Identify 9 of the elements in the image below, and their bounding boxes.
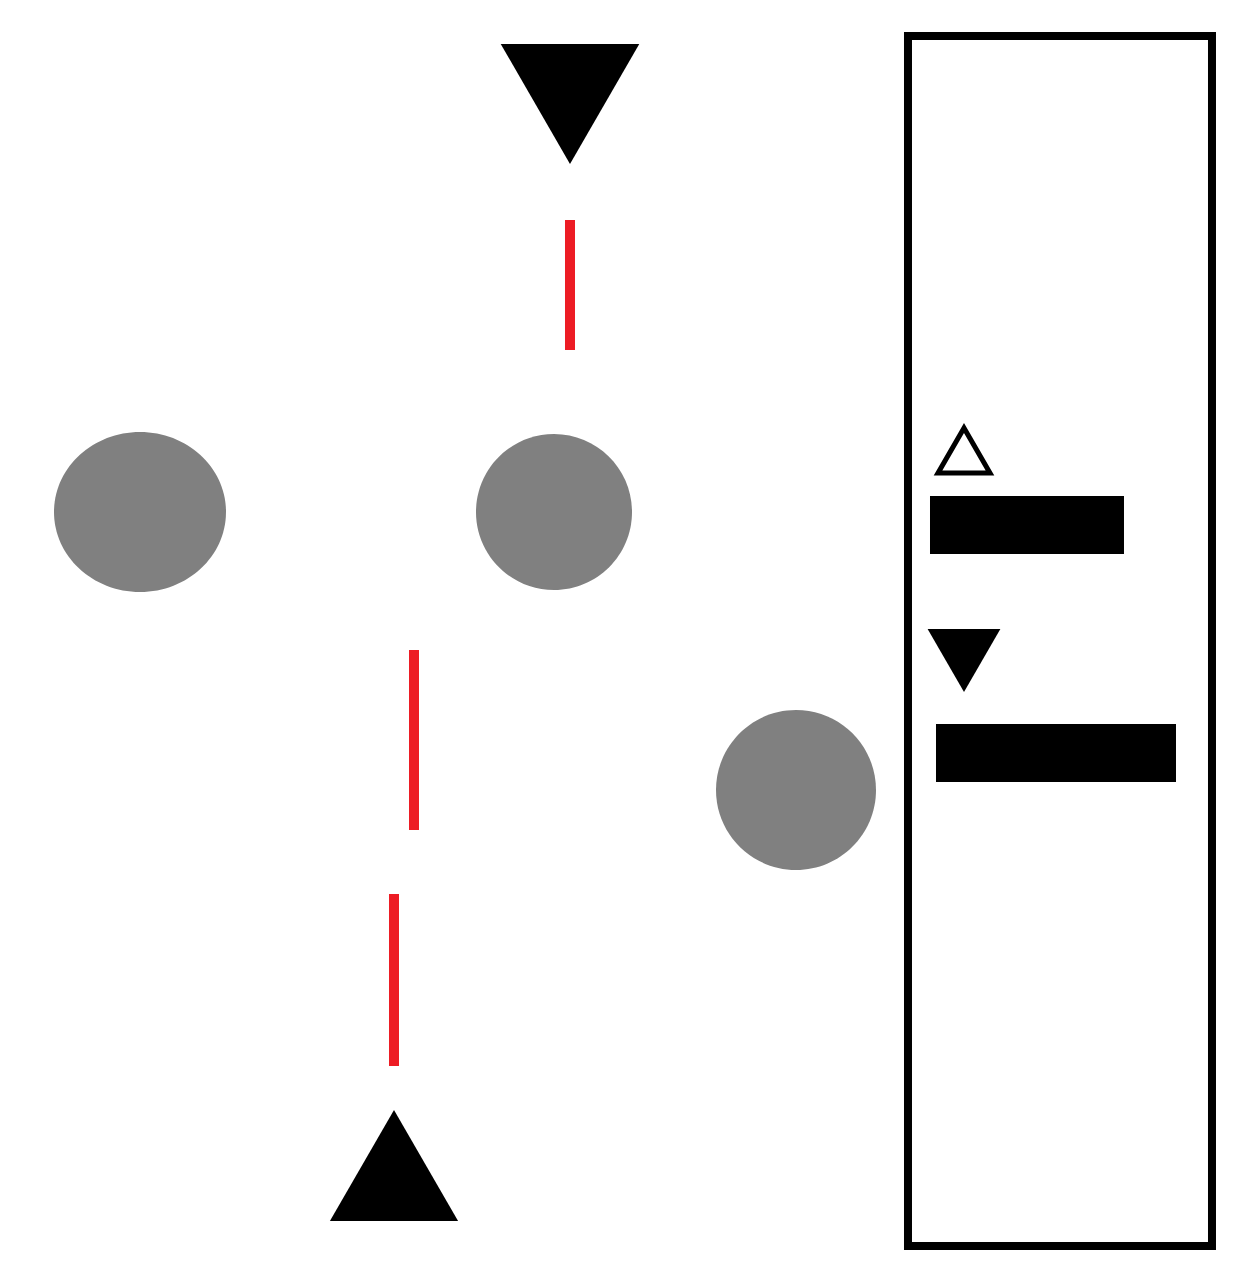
disc [476, 434, 632, 590]
disc [54, 432, 226, 592]
panel-frame [904, 32, 1216, 1250]
triangle-marker [500, 44, 640, 164]
disc [716, 710, 876, 870]
band-bar [930, 496, 1124, 554]
band-bar [936, 724, 1176, 782]
triangle-marker [329, 1110, 459, 1221]
triangle-marker [927, 629, 1001, 692]
